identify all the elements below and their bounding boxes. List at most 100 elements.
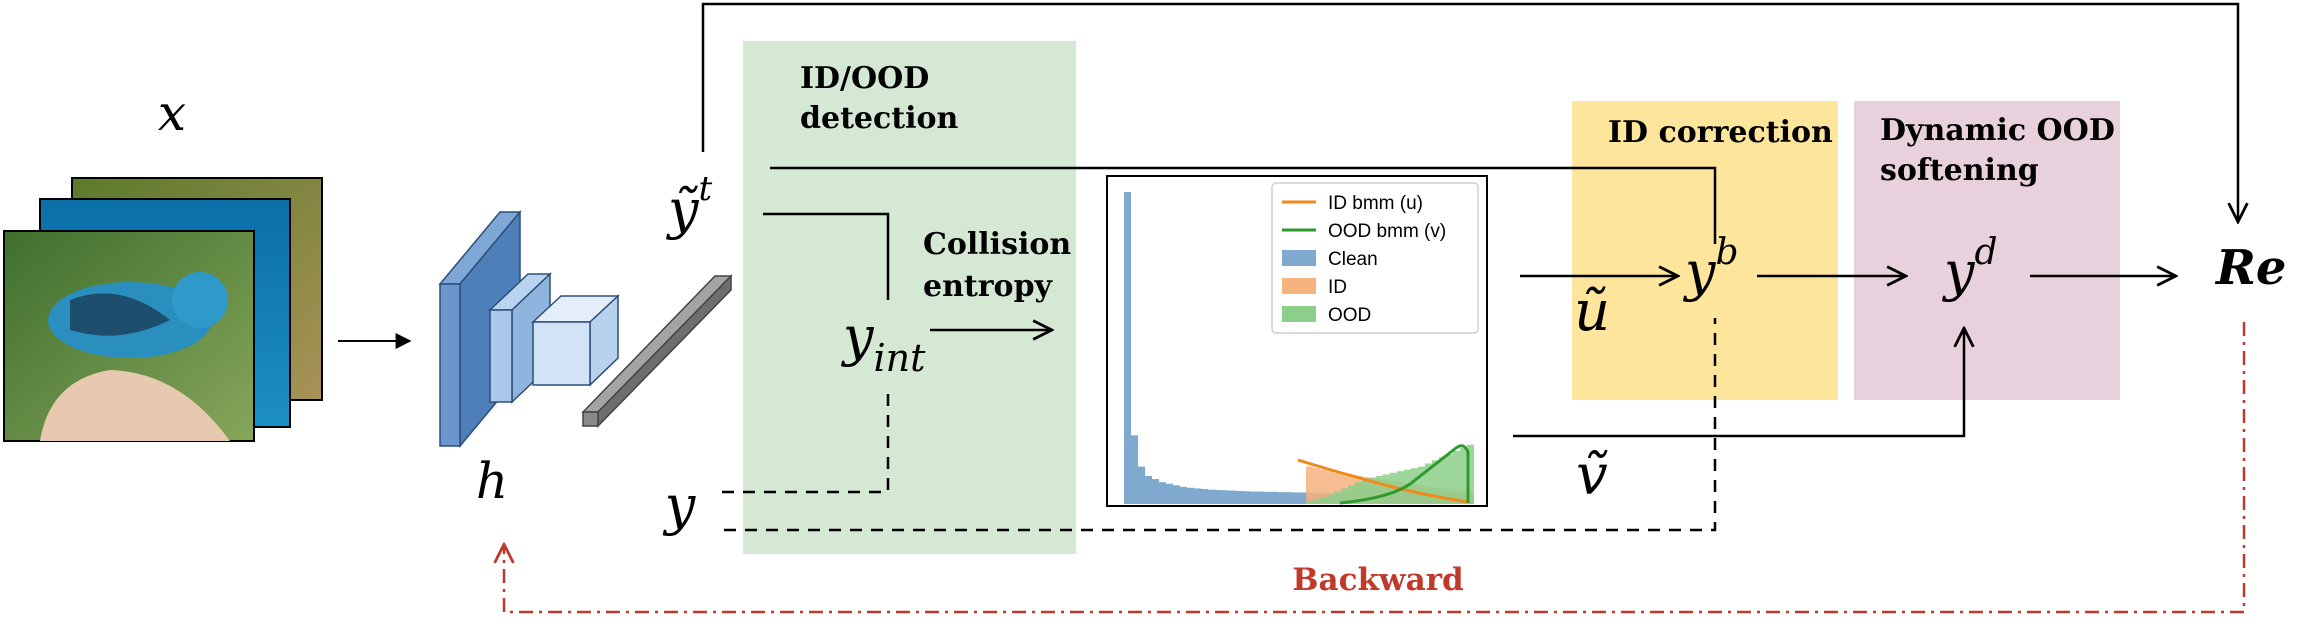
collision-entropy-label: Collision entropy bbox=[923, 227, 1082, 304]
label-v-tilde: ṽ bbox=[1576, 443, 1608, 508]
y-tilde-sup: t bbox=[699, 169, 713, 209]
bar-ood-32 bbox=[1348, 485, 1355, 504]
bar-ood-37 bbox=[1383, 474, 1390, 504]
y-tilde: ỹ bbox=[666, 178, 700, 241]
dynamic-ood-box bbox=[1854, 101, 2120, 400]
bar-ood-27 bbox=[1313, 499, 1320, 504]
y-b-base: y bbox=[1683, 240, 1717, 303]
bar-clean-1 bbox=[1131, 435, 1138, 504]
y-d-sup: d bbox=[1975, 232, 1998, 273]
bar-id-26 bbox=[1306, 466, 1313, 504]
label-y: y bbox=[663, 474, 697, 537]
id-bmm-curve bbox=[1297, 458, 1469, 504]
backward-path bbox=[504, 322, 2246, 614]
bar-ood-46 bbox=[1446, 454, 1453, 504]
bar-clean-14 bbox=[1222, 490, 1229, 504]
bird-head bbox=[172, 272, 228, 328]
id-ood-title: ID/OOD detection bbox=[800, 61, 959, 136]
y-int-base: y bbox=[841, 305, 875, 368]
bar-clean-7 bbox=[1173, 485, 1180, 504]
bar-ood-28 bbox=[1320, 497, 1327, 504]
bar-clean-10 bbox=[1194, 488, 1201, 504]
bar-clean-15 bbox=[1229, 490, 1236, 504]
dynamic-ood-title-line1: Dynamic OOD bbox=[1880, 113, 2115, 148]
bar-clean-22 bbox=[1278, 492, 1285, 504]
id-ood-detection-box bbox=[743, 41, 1076, 554]
bar-clean-2 bbox=[1138, 466, 1145, 504]
legend-label-4: OOD bbox=[1328, 305, 1371, 326]
label-y-d: yd bbox=[1942, 232, 1998, 303]
bar-clean-6 bbox=[1166, 483, 1173, 504]
bar-clean-16 bbox=[1236, 490, 1243, 504]
label-y-tilde-t: ỹt bbox=[666, 169, 713, 241]
id-ood-title-line1: ID/OOD bbox=[800, 61, 929, 96]
id-ood-title-line2: detection bbox=[800, 101, 959, 136]
hand bbox=[40, 370, 230, 441]
label-y-b: yb bbox=[1683, 232, 1739, 303]
bar-ood-41 bbox=[1411, 468, 1418, 504]
bar-clean-19 bbox=[1257, 491, 1264, 504]
bar-clean-12 bbox=[1208, 489, 1215, 504]
bar-ood-45 bbox=[1439, 457, 1446, 504]
bar-clean-0 bbox=[1124, 192, 1131, 504]
arrow-v-to-yd bbox=[1513, 330, 1964, 438]
bar-clean-8 bbox=[1180, 486, 1187, 504]
backward-label: Backward bbox=[1292, 562, 1463, 598]
bar-ood-34 bbox=[1362, 479, 1369, 504]
line-ytilde-to-yint bbox=[763, 212, 890, 300]
input-images bbox=[3, 177, 323, 442]
bar-clean-23 bbox=[1285, 492, 1292, 504]
dashed-y-to-yb bbox=[724, 318, 1717, 532]
bar-clean-24 bbox=[1292, 492, 1299, 504]
bar-clean-25 bbox=[1299, 492, 1306, 504]
bar-clean-18 bbox=[1250, 491, 1257, 504]
bird-wing bbox=[70, 293, 170, 336]
y-d-base: y bbox=[1942, 240, 1976, 303]
bar-id-29 bbox=[1327, 471, 1334, 504]
bar-ood-31 bbox=[1341, 488, 1348, 504]
collision-line2: entropy bbox=[923, 269, 1054, 304]
bar-clean-21 bbox=[1271, 491, 1278, 504]
bar-ood-30 bbox=[1334, 491, 1341, 504]
fc-layer bbox=[581, 274, 733, 428]
bar-ood-47 bbox=[1453, 450, 1460, 504]
bar-id-28 bbox=[1320, 469, 1327, 504]
bar-ood-35 bbox=[1369, 477, 1376, 504]
label-x: x bbox=[158, 84, 186, 142]
legend-swatch-2 bbox=[1282, 250, 1316, 266]
dynamic-ood-title: Dynamic OOD softening bbox=[1880, 113, 2125, 188]
legend-swatch-3 bbox=[1282, 278, 1316, 294]
dynamic-ood-title-line2: softening bbox=[1880, 153, 2039, 188]
legend-label-2: Clean bbox=[1328, 249, 1378, 270]
id-correction-title: ID correction bbox=[1608, 115, 1833, 150]
ood-bmm-curve bbox=[1339, 444, 1470, 505]
bar-ood-26 bbox=[1306, 500, 1313, 504]
bar-ood-36 bbox=[1376, 475, 1383, 504]
legend-label-0: ID bmm (u) bbox=[1328, 193, 1423, 214]
bar-id-27 bbox=[1313, 468, 1320, 504]
line-top-loop-to-re bbox=[701, 2, 2238, 220]
bar-ood-42 bbox=[1418, 466, 1425, 504]
bar-ood-44 bbox=[1432, 460, 1439, 504]
dashed-y-to-yint bbox=[722, 386, 890, 494]
label-y-int: yint bbox=[841, 305, 926, 380]
legend-label-3: ID bbox=[1328, 277, 1347, 298]
bar-clean-5 bbox=[1159, 482, 1166, 504]
line-ytilde-to-yb bbox=[770, 166, 1717, 244]
bar-clean-3 bbox=[1145, 475, 1152, 504]
bar-clean-17 bbox=[1243, 491, 1250, 504]
label-u-tilde: ũ bbox=[1574, 279, 1610, 344]
id-correction-box bbox=[1572, 101, 1838, 400]
bar-ood-33 bbox=[1355, 482, 1362, 504]
y-b-sup: b bbox=[1716, 232, 1739, 273]
bar-clean-9 bbox=[1187, 487, 1194, 504]
label-re: Re bbox=[2214, 240, 2286, 296]
legend-label-1: OOD bmm (v) bbox=[1328, 221, 1446, 242]
bar-ood-29 bbox=[1327, 494, 1334, 504]
legend-swatch-4 bbox=[1282, 306, 1316, 322]
y-int-sub: int bbox=[874, 336, 927, 380]
collision-line1: Collision bbox=[923, 227, 1071, 262]
bar-clean-11 bbox=[1201, 489, 1208, 504]
